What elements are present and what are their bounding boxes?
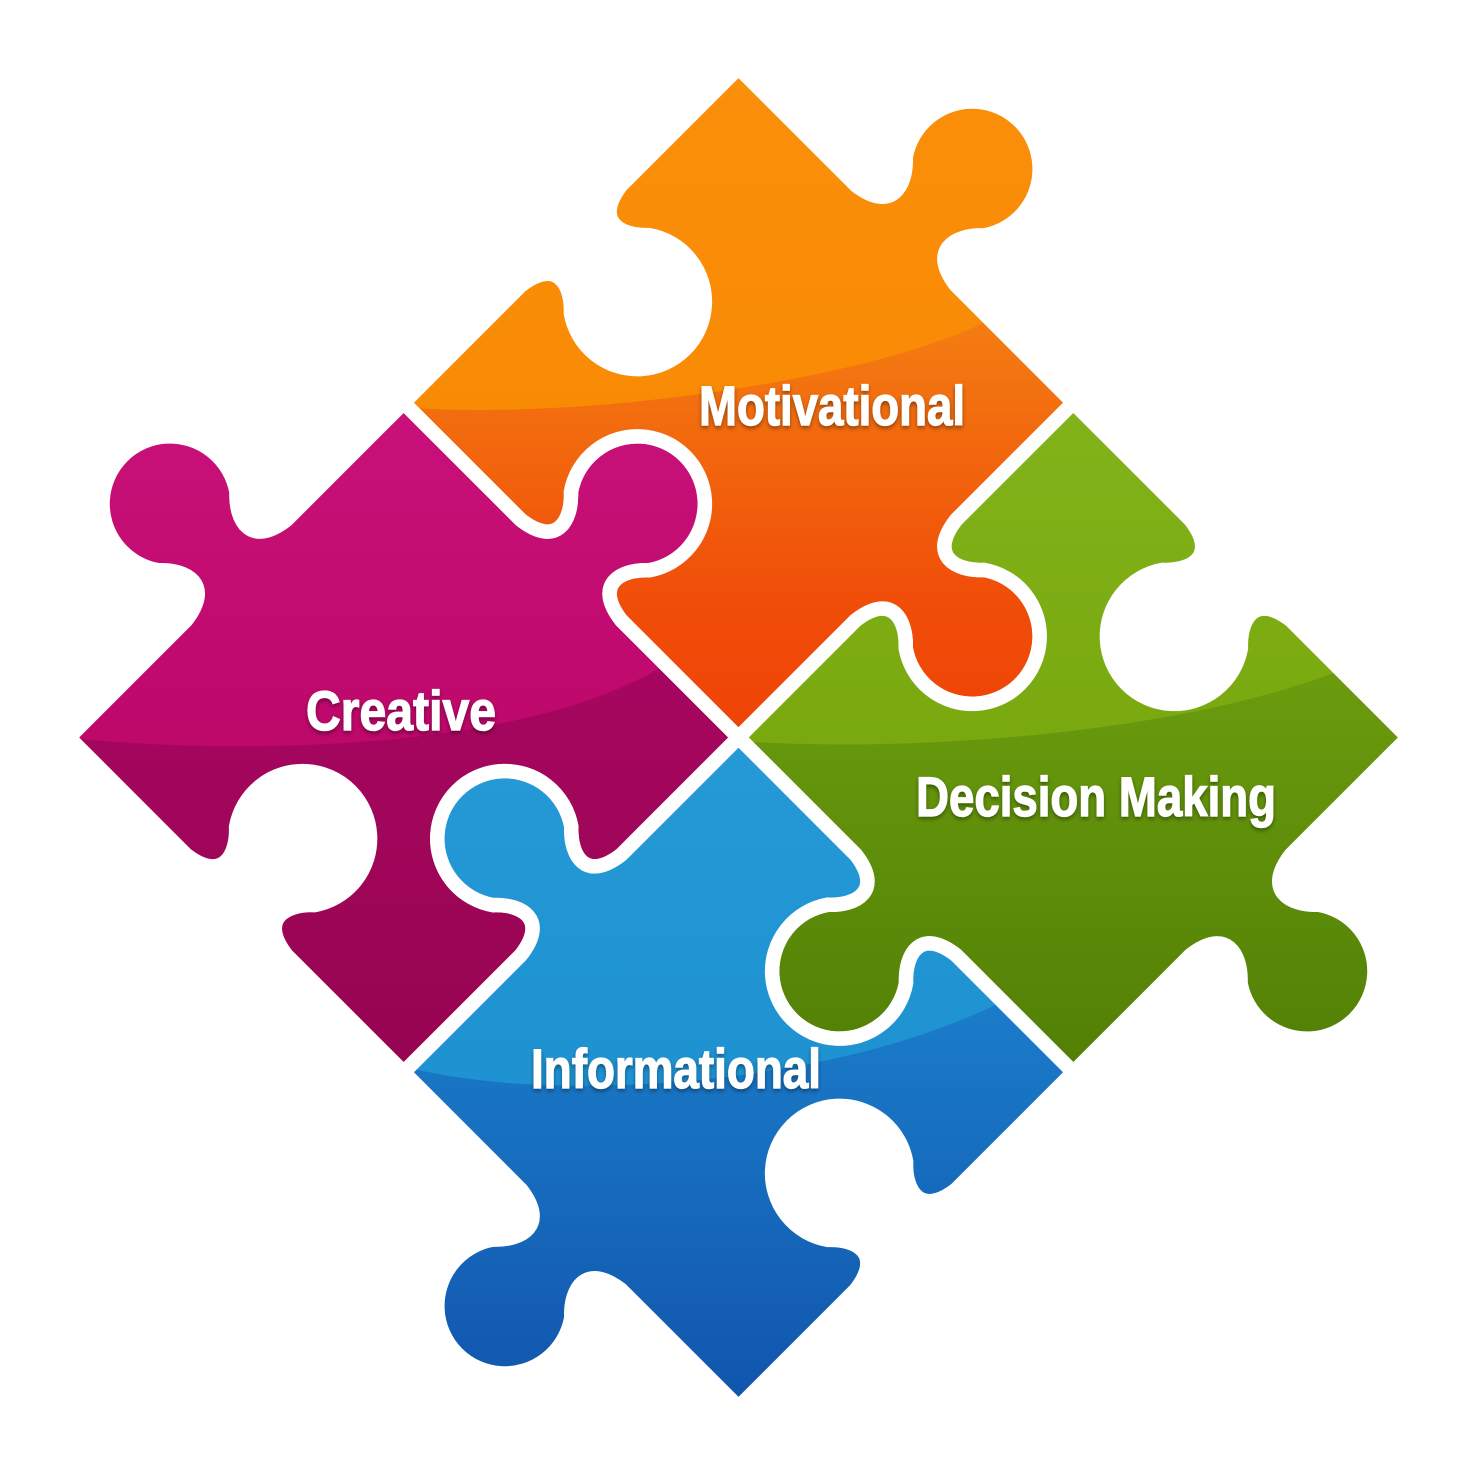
svg-text:Creative: Creative	[306, 680, 496, 742]
svg-text:Informational: Informational	[531, 1038, 821, 1100]
svg-text:Decision Making: Decision Making	[916, 766, 1276, 828]
svg-text:Motivational: Motivational	[699, 375, 965, 437]
